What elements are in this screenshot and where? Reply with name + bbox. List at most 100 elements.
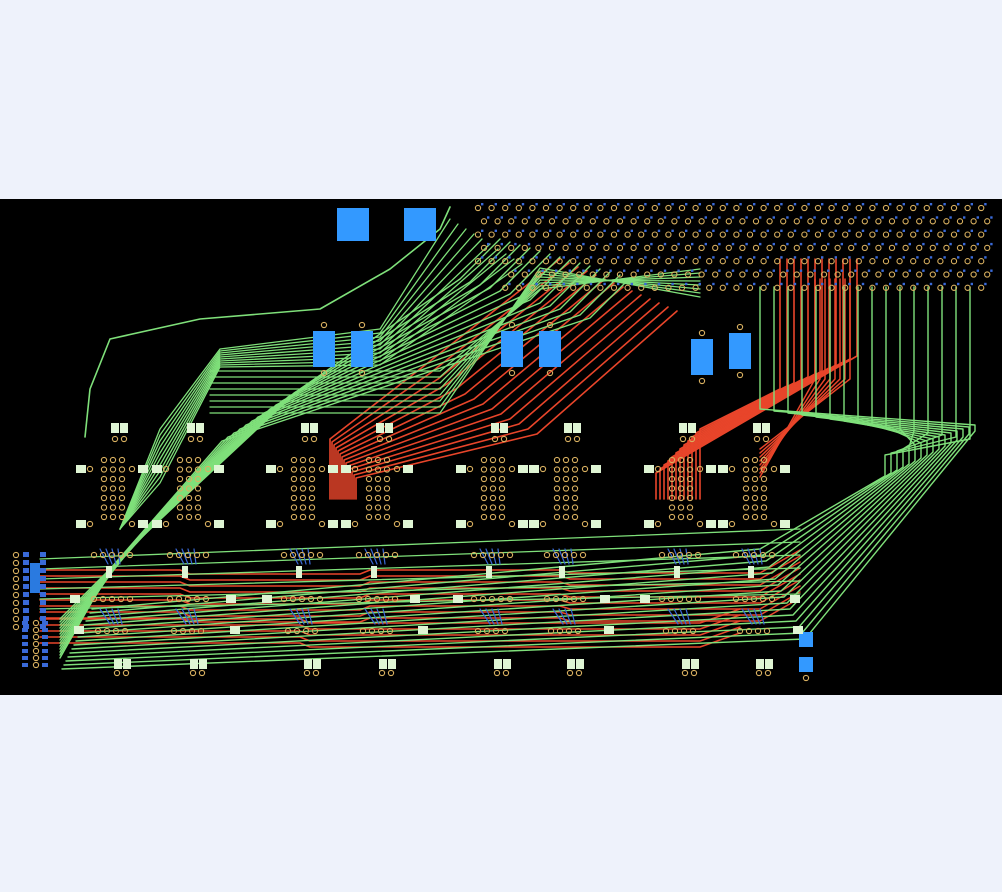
bga-pad: [957, 256, 960, 259]
via: [316, 551, 324, 559]
bga-pad: [889, 282, 892, 286]
via: [494, 244, 501, 252]
via: [616, 271, 624, 278]
via: [502, 258, 509, 265]
side-pad: [591, 520, 601, 528]
via: [546, 369, 554, 377]
pcb-board-canvas[interactable]: [0, 199, 1002, 695]
bga-pad: [527, 242, 531, 246]
via: [750, 595, 758, 603]
via: [100, 494, 108, 502]
via: [553, 504, 561, 511]
bga-pad: [827, 242, 830, 246]
trace: [71, 286, 946, 650]
trace: [570, 608, 576, 625]
bga-pad: [916, 256, 919, 259]
bga-pad: [821, 229, 824, 232]
trace: [77, 286, 928, 638]
bga-pad: [481, 229, 484, 232]
side-pad: [403, 520, 413, 528]
via: [542, 231, 550, 238]
bga-pad: [704, 269, 707, 272]
small-pad: [120, 423, 128, 433]
via: [564, 435, 572, 443]
bga-pad: [963, 216, 966, 219]
via: [508, 321, 516, 329]
via: [807, 271, 814, 278]
side-pad: [453, 595, 463, 603]
via: [112, 627, 120, 635]
bga-pad: [731, 269, 735, 272]
via: [308, 456, 316, 464]
trace: [667, 258, 837, 500]
bga-pad: [957, 229, 960, 232]
bga-pad: [772, 242, 775, 246]
side-pad: [718, 465, 728, 473]
via: [359, 627, 367, 635]
connector-pin: [42, 663, 48, 667]
trace: [347, 294, 642, 500]
via: [355, 551, 363, 559]
via: [100, 485, 108, 492]
bga-pad: [745, 216, 748, 219]
bga-pad: [895, 269, 898, 272]
via: [855, 204, 862, 212]
via: [12, 599, 20, 607]
via: [644, 271, 651, 278]
via: [280, 595, 288, 603]
connector-pin: [23, 616, 29, 621]
via: [382, 595, 390, 603]
capacitor-pad: [313, 331, 335, 367]
via: [828, 231, 835, 238]
trace: [39, 528, 801, 560]
bga-pad: [582, 216, 585, 219]
via: [109, 475, 117, 483]
bga-pad: [609, 242, 612, 246]
side-pad: [328, 520, 338, 528]
via: [644, 244, 651, 252]
via: [103, 627, 111, 635]
via: [712, 271, 719, 278]
via: [194, 456, 202, 464]
via: [497, 595, 505, 603]
bga-pad: [772, 269, 775, 272]
via: [374, 475, 382, 483]
via: [677, 494, 685, 502]
small-pad: [762, 423, 770, 433]
via: [194, 466, 202, 473]
via: [855, 231, 862, 238]
bga-pad: [630, 256, 633, 259]
small-pad: [199, 659, 207, 669]
via: [834, 244, 841, 252]
via: [566, 669, 574, 677]
bga-pad: [508, 203, 511, 206]
connector-pin: [40, 616, 46, 621]
via: [768, 551, 776, 559]
trace: [673, 608, 683, 625]
bga-pad: [786, 242, 789, 246]
via: [902, 244, 909, 252]
side-pad: [456, 520, 466, 528]
via: [506, 551, 514, 559]
via: [556, 258, 563, 265]
bga-pad: [657, 256, 661, 259]
connector-pin: [23, 576, 29, 581]
bga-pad: [929, 256, 933, 259]
via: [638, 231, 645, 238]
via: [739, 271, 746, 278]
trace: [687, 258, 802, 500]
bga-pad: [508, 256, 511, 259]
via: [746, 284, 754, 291]
via: [712, 244, 719, 252]
via: [194, 475, 202, 483]
trace: [370, 548, 378, 565]
bga-pad: [636, 216, 639, 219]
via: [299, 513, 307, 521]
bga-pad: [935, 216, 939, 219]
via: [176, 466, 184, 473]
bga-pad: [929, 282, 933, 286]
via: [562, 485, 570, 492]
via: [194, 504, 202, 511]
bga-pad: [840, 269, 843, 272]
via: [677, 485, 685, 492]
